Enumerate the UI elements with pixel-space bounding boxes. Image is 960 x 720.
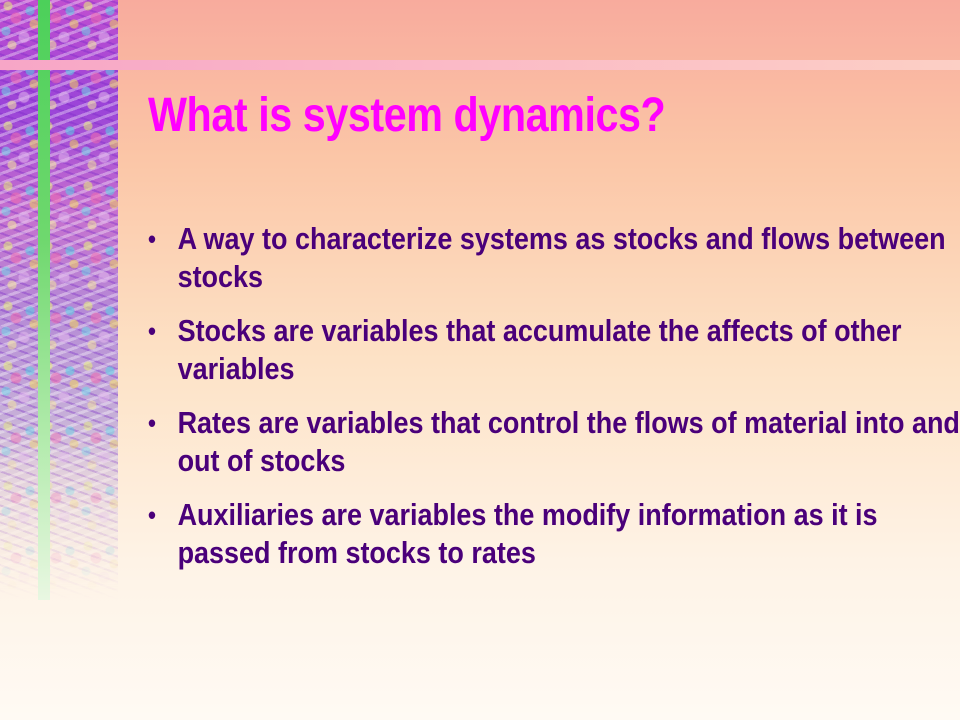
decorative-green-bar bbox=[38, 0, 50, 600]
bullet-icon: • bbox=[148, 408, 156, 438]
decorative-pink-bar bbox=[0, 60, 960, 70]
bullet-item: • Auxiliaries are variables the modify i… bbox=[148, 496, 960, 572]
bullet-text: A way to characterize systems as stocks … bbox=[177, 221, 946, 294]
bullet-item: • Stocks are variables that accumulate t… bbox=[148, 312, 960, 388]
bullet-text: Auxiliaries are variables the modify inf… bbox=[177, 497, 878, 570]
bullet-text: Stocks are variables that accumulate the… bbox=[177, 313, 902, 386]
bullet-item: • A way to characterize systems as stock… bbox=[148, 220, 960, 296]
bullet-list: • A way to characterize systems as stock… bbox=[148, 220, 960, 588]
bullet-text: Rates are variables that control the flo… bbox=[177, 405, 960, 478]
bullet-icon: • bbox=[148, 224, 156, 254]
decorative-speckle-pattern bbox=[0, 0, 118, 600]
bullet-item: • Rates are variables that control the f… bbox=[148, 404, 960, 480]
slide-title: What is system dynamics? bbox=[148, 89, 666, 142]
bullet-icon: • bbox=[148, 316, 156, 346]
bullet-icon: • bbox=[148, 500, 156, 530]
